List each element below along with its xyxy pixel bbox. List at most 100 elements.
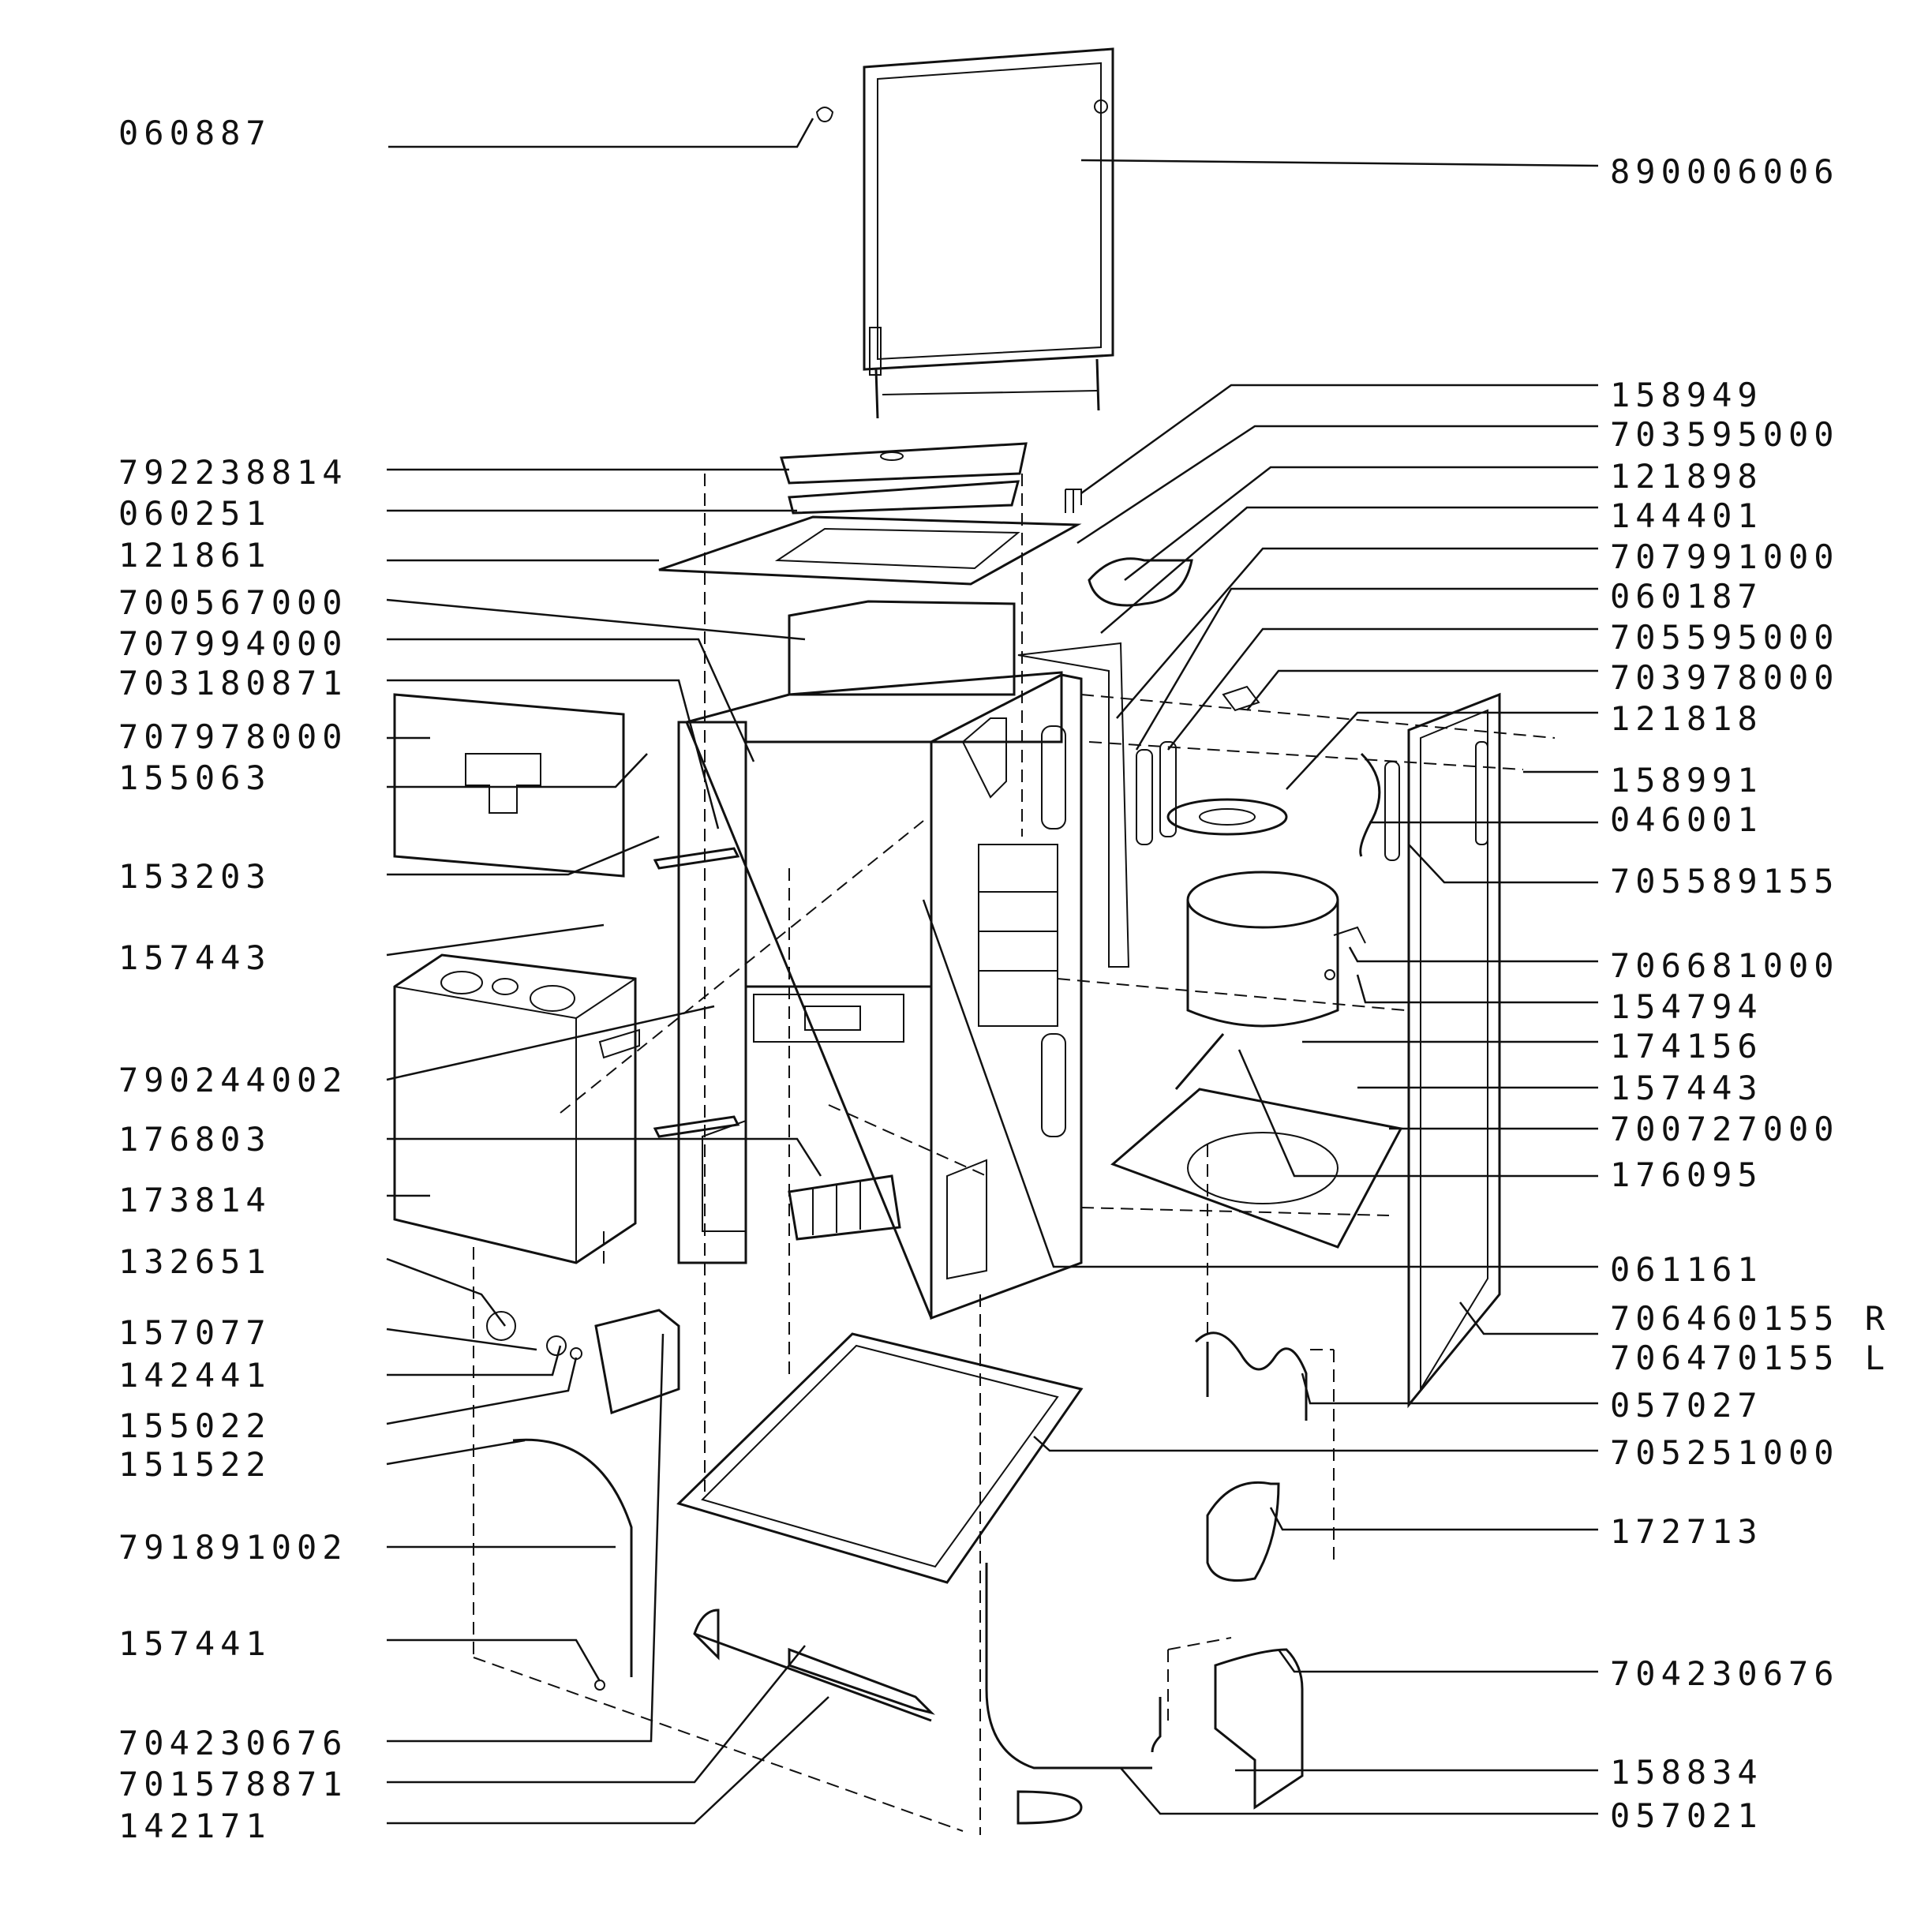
leader-157443-left: [386, 923, 605, 957]
part-label-right: 706460155 R: [1610, 1299, 1891, 1338]
part-label-right: 174156: [1610, 1027, 1763, 1065]
leader-176803: [387, 1137, 822, 1177]
part-label-right: 176095: [1610, 1155, 1763, 1194]
leader-157077: [386, 1328, 537, 1351]
part-label-right: 061161: [1610, 1250, 1763, 1289]
right-side-parts: [1065, 489, 1501, 1810]
leader-151522: [386, 1439, 526, 1466]
part-label-right: 706470155 L: [1610, 1339, 1891, 1377]
part-label-right: 060187: [1610, 577, 1763, 616]
leader-154794: [1356, 974, 1598, 1004]
part-label-left: 132651: [118, 1242, 271, 1281]
part-label-right: 057021: [1610, 1796, 1763, 1835]
part-label-right: 707991000: [1610, 537, 1840, 576]
leader-057021: [1120, 1767, 1598, 1815]
part-label-left: 703180871: [118, 664, 348, 702]
leader-890006006: [1080, 159, 1599, 167]
leader-704230676-right: [1277, 1649, 1598, 1673]
leader-172713: [1269, 1507, 1598, 1531]
leader-121898: [1124, 466, 1598, 581]
part-label-left: 121861: [118, 536, 271, 575]
top-plates: [658, 442, 1082, 586]
leader-706681000: [1348, 946, 1598, 963]
part-label-left: 142441: [118, 1356, 271, 1395]
part-label-left: 060251: [118, 494, 271, 533]
lower-left-parts: [486, 1309, 1152, 1825]
part-label-left: 157443: [118, 938, 271, 977]
leader-703978000: [1246, 669, 1598, 711]
part-label-right: 144401: [1610, 496, 1763, 535]
part-label-right: 158949: [1610, 376, 1763, 414]
part-label-right: 890006006: [1610, 152, 1840, 191]
leader-060887: [388, 118, 814, 148]
part-label-right: 705589155: [1610, 862, 1840, 901]
leader-158949: [1080, 384, 1598, 495]
leader-705595000: [1167, 627, 1598, 751]
leader-790244002: [386, 1005, 715, 1081]
part-label-left: 707994000: [118, 624, 348, 663]
leader-705589155: [1408, 844, 1598, 884]
leader-060187: [1135, 587, 1598, 751]
leader-121818: [1286, 711, 1598, 790]
part-label-right: 158991: [1610, 761, 1763, 800]
leader-176095: [1237, 1049, 1598, 1178]
part-label-right: 154794: [1610, 987, 1763, 1026]
part-label-left: 151522: [118, 1445, 271, 1484]
central-body: [653, 600, 1130, 1320]
part-label-right: 703595000: [1610, 415, 1840, 454]
part-label-right: 705251000: [1610, 1433, 1840, 1472]
leader-700567000: [386, 598, 806, 641]
part-label-left: 060887: [118, 114, 271, 152]
part-label-left: 176803: [118, 1120, 271, 1159]
part-label-right: 121898: [1610, 457, 1763, 496]
left-side-panel: [393, 693, 625, 878]
leader-144401: [1100, 506, 1598, 634]
part-label-left: 155022: [118, 1406, 271, 1445]
part-label-left: 153203: [118, 857, 271, 896]
leader-157441: [387, 1638, 601, 1682]
leader-lines-right: [922, 159, 1599, 1815]
leader-lines-left: [386, 118, 829, 1825]
leader-704230676-left: [387, 1333, 665, 1743]
tank-part: [393, 953, 640, 1264]
leader-703595000: [1076, 425, 1598, 545]
part-label-right: 046001: [1610, 800, 1763, 839]
part-label-left: 790244002: [118, 1061, 348, 1099]
part-label-left: 142171: [118, 1807, 271, 1845]
leader-703180871: [387, 679, 720, 830]
part-label-left: 701578871: [118, 1765, 348, 1803]
part-label-right: 172713: [1610, 1512, 1763, 1551]
leader-142171: [387, 1696, 829, 1825]
bottom-frame: [676, 1332, 1084, 1584]
leader-153203: [387, 835, 660, 876]
leader-132651: [386, 1257, 506, 1327]
part-label-right: 703978000: [1610, 658, 1840, 697]
part-label-left: 700567000: [118, 583, 348, 622]
door-frame-part: [815, 47, 1114, 419]
part-label-left: 157077: [118, 1313, 271, 1352]
leader-155022: [386, 1357, 578, 1425]
part-label-right: 706681000: [1610, 946, 1840, 985]
part-label-left: 157441: [118, 1624, 271, 1663]
part-label-left: 704230676: [118, 1724, 348, 1762]
leader-707991000: [1116, 547, 1598, 719]
leader-061161: [922, 899, 1598, 1268]
burner-part: [788, 1174, 901, 1241]
part-label-right: 704230676: [1610, 1654, 1840, 1693]
leader-707994000: [387, 638, 755, 762]
part-label-left: 173814: [118, 1181, 271, 1219]
part-label-right: 700727000: [1610, 1110, 1840, 1148]
leader-706460155: [1459, 1301, 1598, 1335]
leader-057027: [1301, 1373, 1598, 1405]
leader-701578871: [387, 1645, 806, 1784]
part-label-right: 158834: [1610, 1753, 1763, 1792]
part-label-right: 121818: [1610, 699, 1763, 738]
part-label-right: 057027: [1610, 1386, 1763, 1425]
leader-155063: [387, 753, 648, 788]
part-label-left: 792238814: [118, 453, 348, 492]
part-label-right: 705595000: [1610, 618, 1840, 657]
leader-705251000: [1033, 1436, 1598, 1452]
part-label-left: 791891002: [118, 1528, 348, 1567]
